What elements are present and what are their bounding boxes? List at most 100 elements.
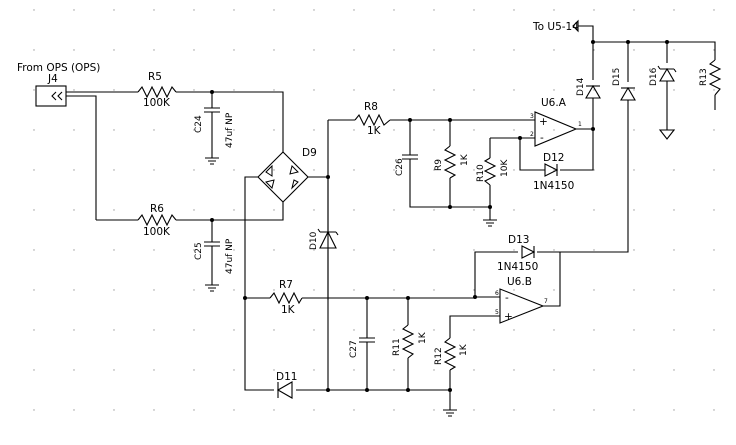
r6-value: 100K — [143, 226, 171, 238]
grid-dot — [513, 249, 515, 251]
grid-dot — [553, 249, 555, 251]
d16-ref: D16 — [649, 67, 659, 86]
grid-dot — [593, 209, 595, 211]
grid-dot — [73, 249, 75, 251]
grid-dot — [73, 369, 75, 371]
grid-dot — [633, 289, 635, 291]
grid-dot — [153, 409, 155, 411]
grid-dot — [473, 289, 475, 291]
d11-ref: D11 — [276, 371, 297, 383]
grid-dot — [593, 89, 595, 91]
grid-dot — [393, 249, 395, 251]
grid-dot — [193, 249, 195, 251]
r11-value: 1K — [418, 331, 428, 344]
grid-dot — [553, 369, 555, 371]
grid-dot — [353, 249, 355, 251]
grid-dot — [393, 89, 395, 91]
resistor-r8: R8 1K — [354, 101, 391, 137]
grid-dot — [433, 209, 435, 211]
resistor-r10: R10 10K — [476, 157, 510, 186]
grid-dot — [153, 9, 155, 11]
grid-dot — [593, 409, 595, 411]
grid-dot — [313, 249, 315, 251]
diode-d13: D13 1N4150 — [497, 234, 538, 273]
capacitor-c27: C27 — [349, 330, 375, 358]
grid-dot — [193, 89, 195, 91]
c25-ref: C25 — [194, 242, 204, 260]
grid-dot — [713, 289, 715, 291]
grid-dot — [393, 329, 395, 331]
grid-dot — [353, 289, 355, 291]
grid-dot — [233, 9, 235, 11]
grid-dot — [233, 289, 235, 291]
j4-label: J4 — [47, 73, 58, 85]
grid-dot — [473, 329, 475, 331]
grid-dot — [353, 129, 355, 131]
grid-dot — [473, 129, 475, 131]
grid-dot — [633, 329, 635, 331]
grid-dot — [73, 89, 75, 91]
opamp-u6a: U6.A + - 3 2 1 — [530, 97, 582, 147]
grid-dot — [393, 209, 395, 211]
grid-dot — [313, 49, 315, 51]
grid-dot — [513, 209, 515, 211]
grid-dot — [113, 49, 115, 51]
u6b-pin-out: 7 — [544, 298, 548, 305]
grid-dot — [113, 289, 115, 291]
grid-dot — [673, 209, 675, 211]
grid-dot — [353, 89, 355, 91]
grid-dot — [473, 249, 475, 251]
grid-dot — [233, 89, 235, 91]
grid-dot — [193, 409, 195, 411]
u6b-pin-minus: 6 — [495, 290, 499, 297]
grid-dot — [553, 169, 555, 171]
grid-dot — [673, 89, 675, 91]
grid-dot — [233, 249, 235, 251]
grid-dot — [353, 329, 355, 331]
grid-dot — [233, 369, 235, 371]
grid-dot — [233, 129, 235, 131]
grid-dot — [433, 329, 435, 331]
grid-dot — [633, 89, 635, 91]
grid-dot — [393, 9, 395, 11]
grid-dot — [313, 409, 315, 411]
d14-ref: D14 — [576, 77, 586, 96]
r12-value: 1K — [459, 343, 469, 356]
grid-dot — [153, 209, 155, 211]
grid-dot — [433, 249, 435, 251]
grid-dot — [273, 289, 275, 291]
grid-dot — [473, 9, 475, 11]
grid-dot — [193, 129, 195, 131]
grid-dot — [273, 369, 275, 371]
grid-dot — [73, 169, 75, 171]
c24-ref: C24 — [194, 115, 204, 133]
resistor-r12: R12 1K — [434, 337, 469, 371]
resistor-r11: R11 1K — [392, 324, 428, 359]
grid-dot — [73, 129, 75, 131]
d13-value: 1N4150 — [497, 261, 538, 273]
r9-value: 1K — [460, 153, 470, 166]
grid-dot — [513, 289, 515, 291]
r10-ref: R10 — [476, 164, 486, 182]
grid-dot — [633, 169, 635, 171]
r5-value: 100K — [143, 97, 171, 109]
grid-dot — [593, 369, 595, 371]
u6a-sign-minus: - — [540, 132, 544, 144]
grid-dot — [593, 329, 595, 331]
grid-dot — [633, 249, 635, 251]
grid-dot — [553, 289, 555, 291]
grid-dot — [673, 409, 675, 411]
c26-ref: C26 — [395, 158, 405, 176]
grid-dot — [233, 329, 235, 331]
grid-dot — [153, 289, 155, 291]
j4-caption: From OPS (OPS) — [17, 62, 100, 74]
grid-dot — [553, 129, 555, 131]
grid-dot — [273, 89, 275, 91]
c25-value: 47uf NP — [225, 238, 235, 274]
u6a-pin-minus: 2 — [530, 131, 534, 138]
grid-dot — [33, 409, 35, 411]
r12-ref: R12 — [434, 347, 444, 365]
grid-dot — [233, 409, 235, 411]
grid-dot — [633, 9, 635, 11]
grid-dot — [553, 89, 555, 91]
